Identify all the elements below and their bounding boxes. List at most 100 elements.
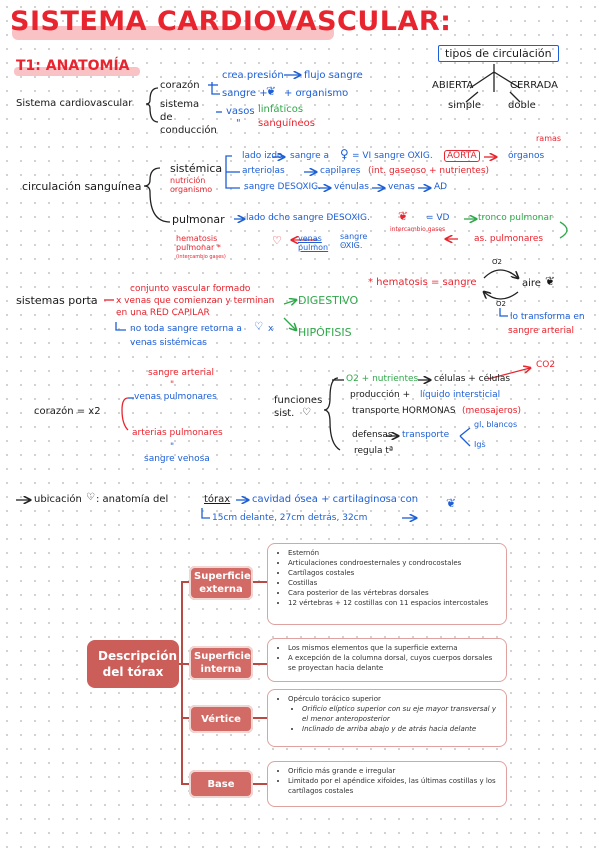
lado-izdo: lado izdo	[242, 151, 283, 161]
as-pulmonares: as. pulmonares	[474, 234, 544, 244]
liquido-intersticial: líquido intersticial	[420, 390, 501, 400]
vd-label: = VD	[426, 213, 450, 223]
sangre-desoxig: sangre DESOXIG.	[244, 182, 322, 192]
portal-line2: x venas que comienzan y terminan	[116, 296, 275, 306]
transporte-hormonas: transporte HORMONAS	[352, 406, 456, 416]
heart-ubicacion-icon: ♡	[86, 492, 95, 503]
sangre-arterial: sangre arterial	[148, 368, 215, 378]
ubicacion-label: ubicación	[34, 494, 82, 505]
circ-doble: doble	[508, 100, 536, 111]
funciones-label: funciones sist.	[274, 395, 323, 419]
mensajeros: (mensajeros)	[462, 406, 521, 416]
list-item: 12 vértebras + 12 costillas con 11 espac…	[288, 598, 498, 608]
list-item: Esternón	[288, 548, 498, 558]
pulmonar-label: pulmonar	[172, 213, 225, 226]
anatomia-del: : anatomía del	[96, 494, 169, 505]
transforma-line1: lo transforma en	[510, 312, 585, 322]
portal-line4: no toda sangre retorna a	[130, 324, 242, 334]
lungs-icon: ❦	[266, 84, 277, 98]
vasos-label: vasos	[226, 106, 255, 117]
crea-presion: crea presión	[222, 70, 284, 81]
portal-label: sistemas porta	[16, 294, 98, 307]
tronco-pulmonar: tronco pulmonar	[478, 213, 553, 223]
medidas: 15cm delante, 27cm detrás, 32cm	[212, 513, 368, 523]
box-superficie-interna: Los mismos elementos que la superficie e…	[267, 638, 507, 682]
ditto-mark: "	[236, 118, 241, 129]
transforma-line2: sangre arterial	[508, 326, 575, 336]
defensas: defensas	[352, 430, 393, 440]
hematosis-def: * hematosis = sangre	[368, 277, 477, 288]
vi-sangre-oxig: = VI sangre OXIG.	[352, 151, 433, 161]
sanguineos: sanguíneos	[258, 118, 315, 129]
list-item: Limitado por el apéndice xifoides, las ú…	[288, 776, 498, 796]
venulas: vénulas	[334, 182, 369, 192]
portal-line4b: x	[268, 324, 274, 334]
flujo-sangre: flujo sangre	[304, 70, 363, 81]
list-subitem: Inclinado de arriba abajo y de atrás hac…	[302, 724, 498, 734]
cat-base: Base	[189, 770, 253, 798]
ditto-1: "	[170, 380, 175, 390]
cat-label: Superficie externa	[194, 571, 251, 595]
venas-pulmon: venas pulmon	[298, 234, 329, 252]
hipofisis: HIPÓFISIS	[298, 326, 352, 339]
co2: CO2	[536, 360, 556, 370]
circulacion-label: circulación sanguínea	[22, 180, 142, 193]
circ-abierta: ABIERTA	[432, 80, 474, 91]
transporte-defensas: transporte	[402, 430, 450, 440]
linfaticos: linfáticos	[258, 104, 304, 115]
lado-dcho: lado dcho sangre DESOXIG.	[246, 213, 370, 223]
venas: venas	[388, 182, 415, 192]
list-item: Orificio más grande e irregular	[288, 766, 498, 776]
sangre-oxig: sangre OXIG.	[340, 232, 368, 250]
nutricion-organismo: nutrición organismo	[170, 176, 213, 194]
cat-vertice: Vértice	[189, 705, 253, 733]
igs: Igs	[474, 440, 486, 449]
corazon-x2: corazón = x2	[34, 406, 101, 417]
gl-blancos: gl. blancos	[474, 420, 518, 429]
aorta: AORTA	[444, 150, 480, 162]
o2-nutrientes: O2 + nutrientes	[346, 374, 419, 384]
list-item: A excepción de la columna dorsal, cuyos …	[288, 653, 498, 673]
ad-label: AD	[434, 182, 448, 192]
sangre-plus: sangre +	[222, 88, 268, 99]
sistema-label: Sistema cardiovascular	[16, 98, 133, 109]
heart-icon: ♡	[272, 234, 282, 247]
hematosis-pulmonar: hematosis pulmonar *	[176, 234, 221, 252]
produccion: producción +	[350, 390, 411, 400]
list-item: Cara posterior de las vértebras dorsales	[288, 588, 498, 598]
o2-top: O2	[492, 258, 502, 266]
list-item: Cartílagos costales	[288, 568, 498, 578]
circulation-types-box: tipos de circulación	[438, 45, 559, 62]
lungs-blue-icon: ❦	[446, 496, 457, 510]
heart-outline-icon: ♡	[254, 321, 263, 332]
digestivo: DIGESTIVO	[298, 294, 359, 307]
ditto-2: "	[170, 442, 175, 452]
intercambio-gases-small: intercambio gases	[390, 226, 446, 233]
list-subitem: Orificio elíptico superior con su eje ma…	[302, 704, 498, 724]
cat-superficie-externa: Superficie externa	[189, 566, 253, 600]
cat-label: Superficie interna	[194, 651, 251, 675]
ramas: ramas	[536, 134, 562, 143]
cat-label: Base	[207, 778, 235, 790]
list-item: Costillas	[288, 578, 498, 588]
arterias-pulmonares: arterias pulmonares	[132, 428, 223, 438]
circ-cerrada: CERRADA	[510, 80, 558, 91]
o2-bottom: O2	[496, 300, 506, 308]
celulas: células + células	[434, 374, 511, 384]
torax-word: tórax	[204, 494, 231, 505]
diagram-main-label: Descripción del tórax	[98, 649, 177, 679]
circ-simple: simple	[448, 100, 482, 111]
page-title: SISTEMA CARDIOVASCULAR:	[10, 6, 452, 37]
intercambio-gases-note: (intercambio gases)	[176, 254, 226, 260]
sangre-venosa: sangre venosa	[144, 454, 210, 464]
portal-line1: conjunto vascular formado	[130, 284, 251, 294]
sangre-a: sangre a	[290, 151, 330, 161]
cavidad-osea: cavidad ósea + cartilaginosa con	[252, 494, 419, 505]
sistema-conduccion: sistema de conducción	[160, 99, 217, 136]
venas-pulmonares: venas pulmonares	[134, 392, 217, 402]
page-subtitle: T1: ANATOMÍA	[16, 58, 130, 74]
portal-line3: en una RED CAPILAR	[116, 308, 210, 318]
diagram-main-node: Descripción del tórax	[87, 640, 179, 688]
female-icon: ♀	[340, 147, 349, 161]
heart-funciones-icon: ♡	[302, 407, 311, 418]
